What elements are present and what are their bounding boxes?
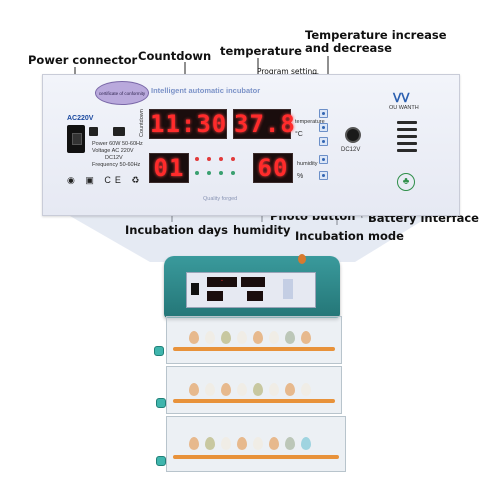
spec-voltage: Voltage AC 220V xyxy=(92,148,134,154)
spec-frequency: Frequency 50-60Hz xyxy=(92,162,141,168)
certificate-logo-text: certificate of conformity xyxy=(98,90,146,96)
temperature-small-label: temperature xyxy=(295,119,325,125)
certificate-logo: certificate of conformity xyxy=(95,81,149,105)
dc-port[interactable] xyxy=(345,127,361,143)
photo-button[interactable] xyxy=(319,155,328,164)
temp-adjust-label-line2: and decrease xyxy=(305,41,392,55)
spec-dc: DC12V xyxy=(105,155,123,161)
countdown-label: Countdown xyxy=(138,49,212,63)
vent-grille xyxy=(395,121,419,161)
tray-2-knob[interactable] xyxy=(156,398,166,408)
program-setting-button[interactable] xyxy=(319,109,328,118)
incubation-days-label: Incubation days xyxy=(125,223,228,237)
temperature-unit: °C xyxy=(295,131,303,138)
incubator-lid: · xyxy=(164,254,340,318)
egg-candler xyxy=(298,254,306,264)
countdown-value: 1:30 xyxy=(165,110,228,138)
brand-logo-icon: ᐯᐯ xyxy=(393,91,410,105)
incubation-mode-button[interactable] xyxy=(319,171,328,180)
tray-1 xyxy=(166,316,342,364)
tray-3 xyxy=(166,416,346,472)
certification-icons: ◉ ▣ CE ♻ xyxy=(67,175,144,185)
lid-control-panel: · xyxy=(186,272,316,308)
zoom-beam xyxy=(70,216,430,262)
humidity-display: 60 xyxy=(253,153,293,183)
quality-label: Quality forged xyxy=(203,196,238,202)
power-socket[interactable] xyxy=(67,125,85,153)
humidity-unit: % xyxy=(297,173,304,180)
countdown-small-label: Countdown xyxy=(139,109,145,137)
dc-label: DC12V xyxy=(341,147,361,153)
control-panel: certificate of conformity Intelligent au… xyxy=(42,74,460,216)
ac-label: AC220V xyxy=(67,115,94,122)
panel-title: Intelligent automatic incubator xyxy=(151,86,261,95)
humidity-label: humidity xyxy=(233,223,291,237)
temp-adjust-label-line1: Temperature increase xyxy=(305,28,447,42)
countdown-display: 11:30 xyxy=(149,109,227,139)
tray-3-knob[interactable] xyxy=(156,456,166,466)
temperature-display: 37.8 xyxy=(233,109,296,139)
incubation-mode-label: Incubation mode xyxy=(295,229,404,243)
program-setting-label: Program setting xyxy=(257,67,318,76)
humidity-small-label: humidity xyxy=(297,161,318,167)
days-display: 01 xyxy=(149,153,189,183)
temperature-label: temperature xyxy=(220,44,302,58)
countdown-lead-digit: 1 xyxy=(150,110,166,138)
tray-2 xyxy=(166,366,342,414)
power-switch[interactable] xyxy=(89,127,98,136)
eco-icon: ♣ xyxy=(397,173,415,191)
brand-small-text: OU WANTH xyxy=(389,105,419,111)
temp-decrease-button[interactable] xyxy=(319,137,328,146)
status-led-grid xyxy=(193,155,249,187)
power-connector-label: Power connector xyxy=(28,53,138,67)
tray-1-knob[interactable] xyxy=(154,346,164,356)
fuse-holder[interactable] xyxy=(113,127,125,136)
spec-power: Power 60W 50-60Hz xyxy=(92,141,143,147)
temp-increase-button[interactable] xyxy=(319,123,328,132)
